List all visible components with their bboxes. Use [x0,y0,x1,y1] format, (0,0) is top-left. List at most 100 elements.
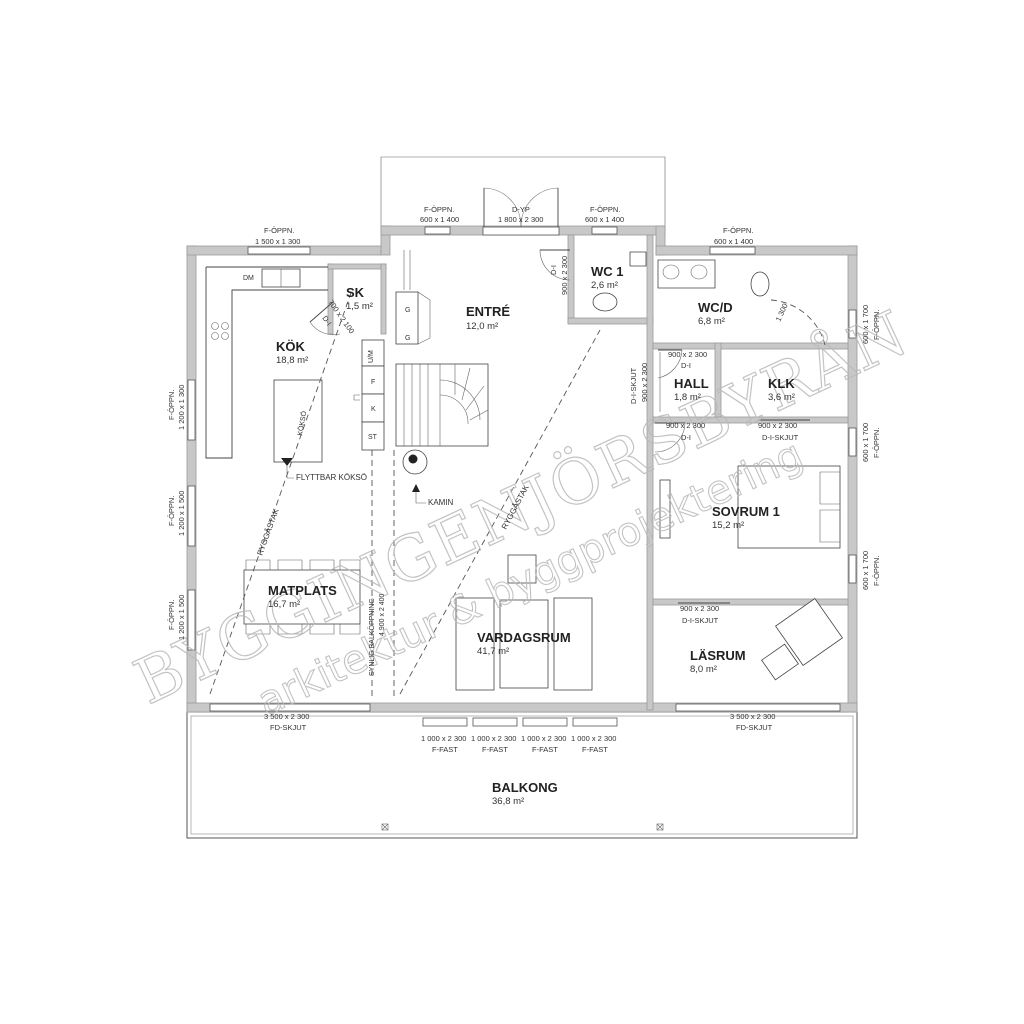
entry-wardrobes [395,250,431,345]
room-area-wcd: 6,8 m² [698,316,725,327]
dim-type-hall-bottom: D-I [681,433,691,442]
dim-size-right-2: 600 x 1 700 [861,423,870,462]
dim-type-fast-4: F-FAST [582,745,608,754]
room-name-balkong: BALKONG [492,780,558,795]
dim-type-hall-skjut: D-I-SKJUT [629,367,638,404]
window [209,703,371,712]
dim-size-top-wcd: 600 x 1 400 [714,237,753,246]
dim-size-klk-skjut: 900 x 2 300 [758,421,797,430]
fixture-g2: G [405,335,410,342]
fixture-g1: G [405,307,410,314]
dining-table [243,559,361,635]
window [848,427,857,457]
window [187,589,196,651]
balcony-post-icon [381,823,389,831]
living-room-furniture [455,554,593,691]
label-balk-line1: SYNLIG BALKÖPPNING [368,598,376,676]
wcd-fixtures [657,259,826,346]
wc1-fixtures [592,251,647,312]
dim-type-top-wcd: F-ÖPPN. [723,226,753,235]
window [591,226,618,235]
dim-size-fast-2: 1 000 x 2 300 [471,734,516,743]
room-name-lasrum: LÄSRUM [690,648,746,663]
window [848,309,857,339]
dim-size-hall-skjut: 900 x 2 300 [640,363,649,402]
dim-size-lasrum-skjut: 900 x 2 300 [680,604,719,613]
room-area-sovrum1: 15,2 m² [712,520,744,531]
window [675,703,841,712]
tall-cabinets [361,339,385,451]
room-name-vardagsrum: VARDAGSRUM [477,630,571,645]
dim-size-hall-bottom: 900 x 2 300 [666,421,705,430]
dim-size-wc1-door: 900 x 2 300 [560,256,569,295]
beam-opening-line [371,450,395,700]
dim-type-hall-top: D-I [681,361,691,370]
window [187,379,196,441]
dim-type-fd-right: FD-SKJUT [736,723,773,732]
fixture-st: ST [368,434,378,441]
room-name-klk: KLK [768,376,795,391]
label-kamin: KAMIN [428,498,454,507]
label-flyttbar: FLYTTBAR KÖKSÖ [296,473,367,482]
room-area-sk: 1,5 m² [346,301,373,312]
dim-size-left-1: 1 200 x 1 300 [177,385,186,430]
dim-type-fd-left: FD-SKJUT [270,723,307,732]
interior-doors [309,249,810,604]
room-area-wc1: 2,6 m² [591,280,618,291]
room-name-hall: HALL [674,376,709,391]
room-name-sovrum1: SOVRUM 1 [712,504,780,519]
dim-type-wc1-door: D-I [549,265,558,275]
window [424,226,451,235]
dim-type-lasrum-skjut: D-I-SKJUT [682,616,719,625]
dim-size-top-entry-right: 600 x 1 400 [585,215,624,224]
dim-size-fast-4: 1 000 x 2 300 [571,734,616,743]
room-area-balkong: 36,8 m² [492,796,524,807]
dim-size-top-entry-left: 600 x 1 400 [420,215,459,224]
fireplace-icon [402,449,428,492]
window [848,554,857,584]
bedroom-furniture [659,465,841,549]
fixture-k: K [371,406,376,413]
interior-walls [327,234,849,711]
dim-size-main-door: 1 800 x 2 300 [498,215,543,224]
dim-size-right-3: 600 x 1 700 [861,551,870,590]
label-ryggastak-left: RYGGÅSTAK [255,507,280,557]
fixture-um: U/M [368,350,375,363]
room-name-kok: KÖK [276,339,306,354]
room-name-sk: SK [346,285,365,300]
dim-type-left-2: F-ÖPPN. [167,496,176,526]
room-area-hall: 1,8 m² [674,392,701,403]
room-area-vardagsrum: 41,7 m² [477,646,509,657]
label-balk-line2: 4 900 x 2 400 [379,593,386,636]
dim-size-left-3: 1 200 x 1 500 [177,595,186,640]
room-name-entre: ENTRÉ [466,304,510,319]
window [709,246,756,255]
dim-type-top-entry-right: F-ÖPPN. [590,205,620,214]
window [247,246,311,255]
dim-size-left-2: 1 200 x 1 500 [177,491,186,536]
kitchen-island [273,379,323,466]
dim-size-hall-top: 900 x 2 300 [668,350,707,359]
dim-size-fd-right: 3 500 x 2 300 [730,712,775,721]
window [422,717,468,727]
entry-canopy [380,156,666,226]
room-name-wc1: WC 1 [591,264,624,279]
window [522,717,568,727]
dim-type-left-3: F-ÖPPN. [167,600,176,630]
room-area-entre: 12,0 m² [466,321,498,332]
ridge-line-left [209,289,353,695]
dim-type-fast-2: F-FAST [482,745,508,754]
lasrum-furniture [761,598,843,681]
windows [187,226,857,727]
dim-type-top-entry-left: F-ÖPPN. [424,205,454,214]
kitchen-counters [205,266,360,459]
dim-type-klk-skjut: D-I-SKJUT [762,433,799,442]
room-area-klk: 3,6 m² [768,392,795,403]
fixture-f: F [371,379,375,386]
room-area-matplats: 16,7 m² [268,599,300,610]
dim-size-top-left: 1 500 x 1 300 [255,237,300,246]
dim-wcd-swing: 1 300 [774,302,790,323]
main-entry-door [482,187,560,236]
window [572,717,618,727]
dim-type-fast-3: F-FAST [532,745,558,754]
